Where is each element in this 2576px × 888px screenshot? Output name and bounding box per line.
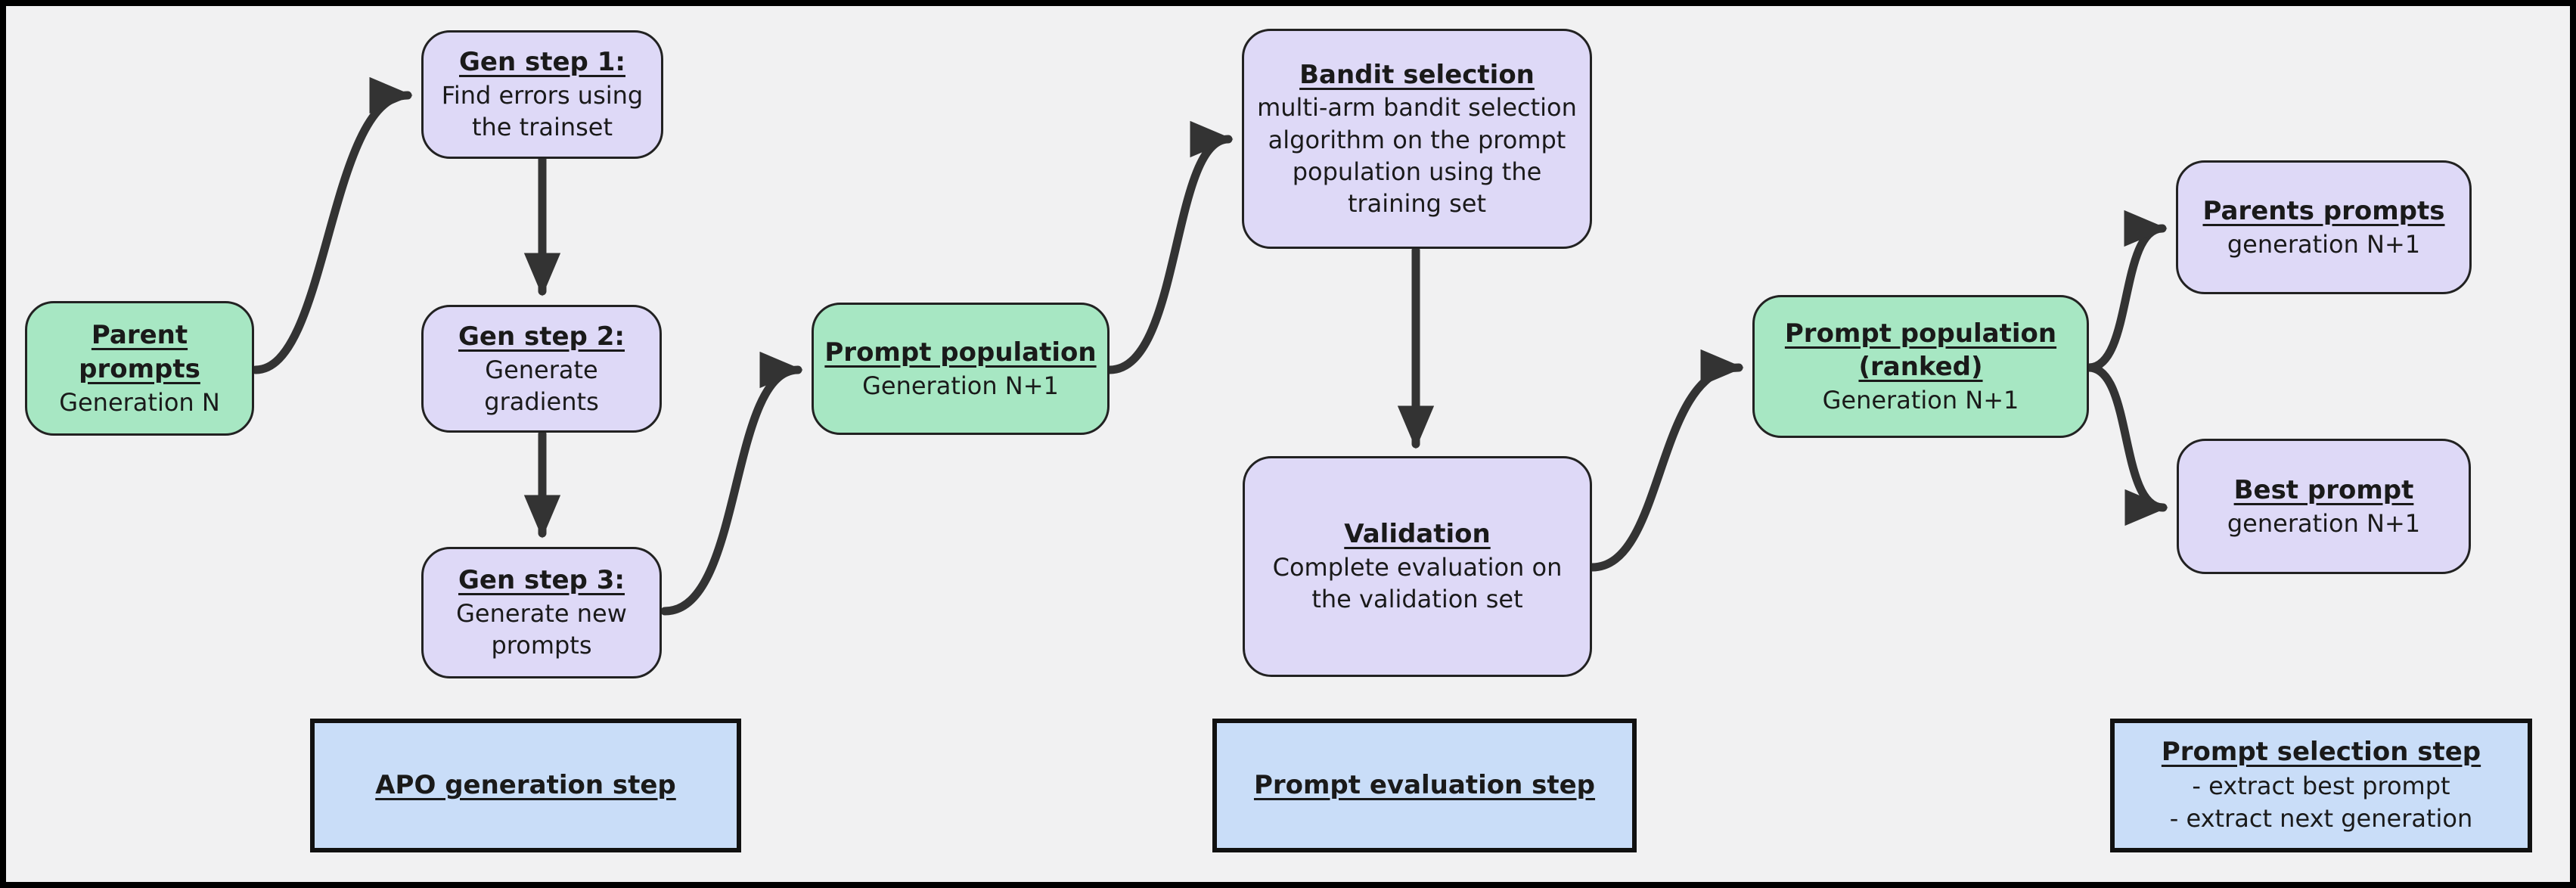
step-label-title: Prompt evaluation step bbox=[1253, 769, 1596, 800]
node-title: Bandit selection bbox=[1299, 59, 1535, 90]
node-body: generation N+1 bbox=[2227, 508, 2421, 538]
node-parents-prompts: Parents prompts generation N+1 bbox=[2176, 160, 2472, 294]
node-parent-prompts: Parent prompts Generation N bbox=[25, 301, 254, 436]
step-label-details: - extract best prompt - extract next gen… bbox=[2169, 772, 2473, 834]
node-gen-step-3: Gen step 3: Generate new prompts bbox=[421, 547, 662, 678]
node-validation: Validation Complete evaluation on the va… bbox=[1243, 456, 1592, 677]
step-label-title: APO generation step bbox=[375, 769, 676, 800]
node-title: Prompt population (ranked) bbox=[1784, 318, 2057, 383]
node-title: Validation bbox=[1344, 519, 1491, 550]
step-label-apo-generation: APO generation step bbox=[310, 719, 741, 852]
node-prompt-population: Prompt population Generation N+1 bbox=[812, 303, 1110, 435]
arrow-validation-to-ranked bbox=[1587, 349, 1744, 572]
node-title: Parents prompts bbox=[2202, 195, 2445, 226]
step-label-prompt-evaluation: Prompt evaluation step bbox=[1212, 719, 1637, 852]
node-body: multi-arm bandit selection algorithm on … bbox=[1257, 93, 1577, 219]
node-body: generation N+1 bbox=[2227, 229, 2421, 259]
node-title: Parent prompts bbox=[79, 320, 200, 384]
arrow-gen3-to-population bbox=[660, 351, 803, 616]
node-body: Generate new prompts bbox=[456, 599, 627, 660]
arrow-ranked-to-best bbox=[2084, 363, 2168, 526]
node-gen-step-1: Gen step 1: Find errors using the trains… bbox=[421, 30, 663, 159]
node-title: Best prompt bbox=[2233, 474, 2414, 505]
arrows-layer bbox=[251, 76, 2168, 616]
node-gen-step-2: Gen step 2: Generate gradients bbox=[421, 305, 662, 433]
node-body: Generate gradients bbox=[484, 355, 599, 416]
node-body: Complete evaluation on the validation se… bbox=[1272, 553, 1563, 614]
node-title: Prompt population bbox=[824, 337, 1097, 368]
node-title: Gen step 1: bbox=[459, 47, 625, 78]
node-title: Gen step 2: bbox=[458, 321, 625, 352]
node-body: Generation N+1 bbox=[1822, 386, 2019, 415]
node-body: Find errors using the trainset bbox=[441, 81, 644, 142]
node-bandit-selection: Bandit selection multi-arm bandit select… bbox=[1242, 29, 1592, 249]
node-best-prompt: Best prompt generation N+1 bbox=[2177, 439, 2471, 574]
arrow-ranked-to-parents bbox=[2084, 210, 2168, 372]
step-label-prompt-selection: Prompt selection step - extract best pro… bbox=[2110, 719, 2532, 852]
node-title: Gen step 3: bbox=[458, 565, 625, 596]
step-label-title: Prompt selection step bbox=[2161, 737, 2481, 768]
arrow-population-to-bandit bbox=[1105, 121, 1234, 374]
arrow-parent-to-gen1 bbox=[251, 76, 413, 374]
node-prompt-population-ranked: Prompt population (ranked) Generation N+… bbox=[1752, 295, 2089, 438]
node-body: Generation N bbox=[59, 387, 220, 417]
node-body: Generation N+1 bbox=[862, 371, 1059, 400]
